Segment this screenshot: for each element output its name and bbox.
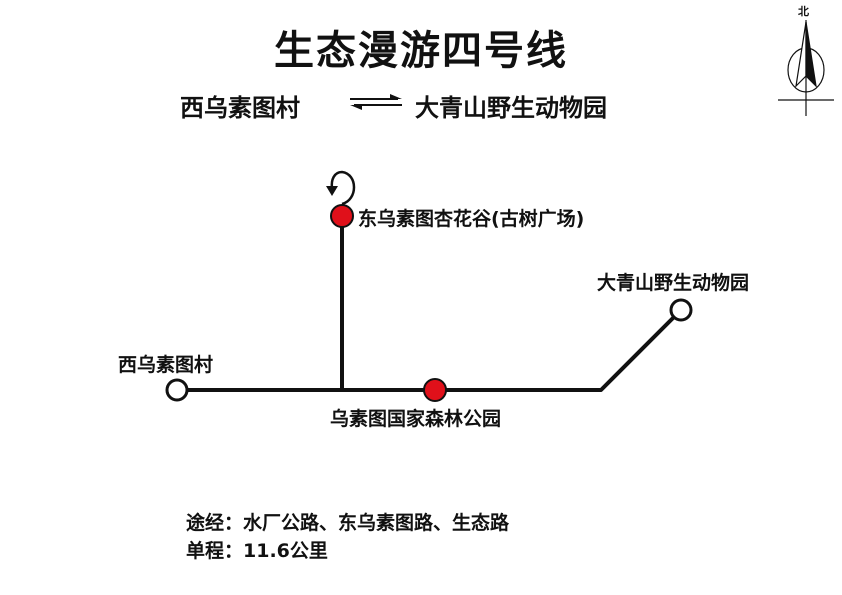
stop-east-branch [330,204,354,228]
compass-north-label: 北 [798,5,809,18]
bidirectional-arrow-icon [350,94,402,110]
north-arrow-icon [778,20,834,116]
stop-west-terminus [165,378,189,402]
stop-label-qingshan: 大青山野生动物园 [597,272,750,294]
route-via-text: 途经：水厂公路、东乌素图路、生态路 [186,512,510,534]
stop-qingshan-terminus [669,298,693,322]
route-distance-text: 单程：11.6公里 [186,540,328,562]
route-to-label: 大青山野生动物园 [415,94,607,122]
route-line [177,308,683,392]
page-title: 生态漫游四号线 [274,28,568,74]
stop-label-forest-park: 乌素图国家森林公园 [330,408,502,430]
stop-forest-park [423,378,447,402]
route-from-label: 西乌素图村 [180,94,300,122]
stop-label-west: 西乌素图村 [118,354,214,376]
stop-label-east-branch: 东乌素图杏花谷(古树广场) [358,208,585,230]
turnaround-arrow-icon [326,170,356,206]
